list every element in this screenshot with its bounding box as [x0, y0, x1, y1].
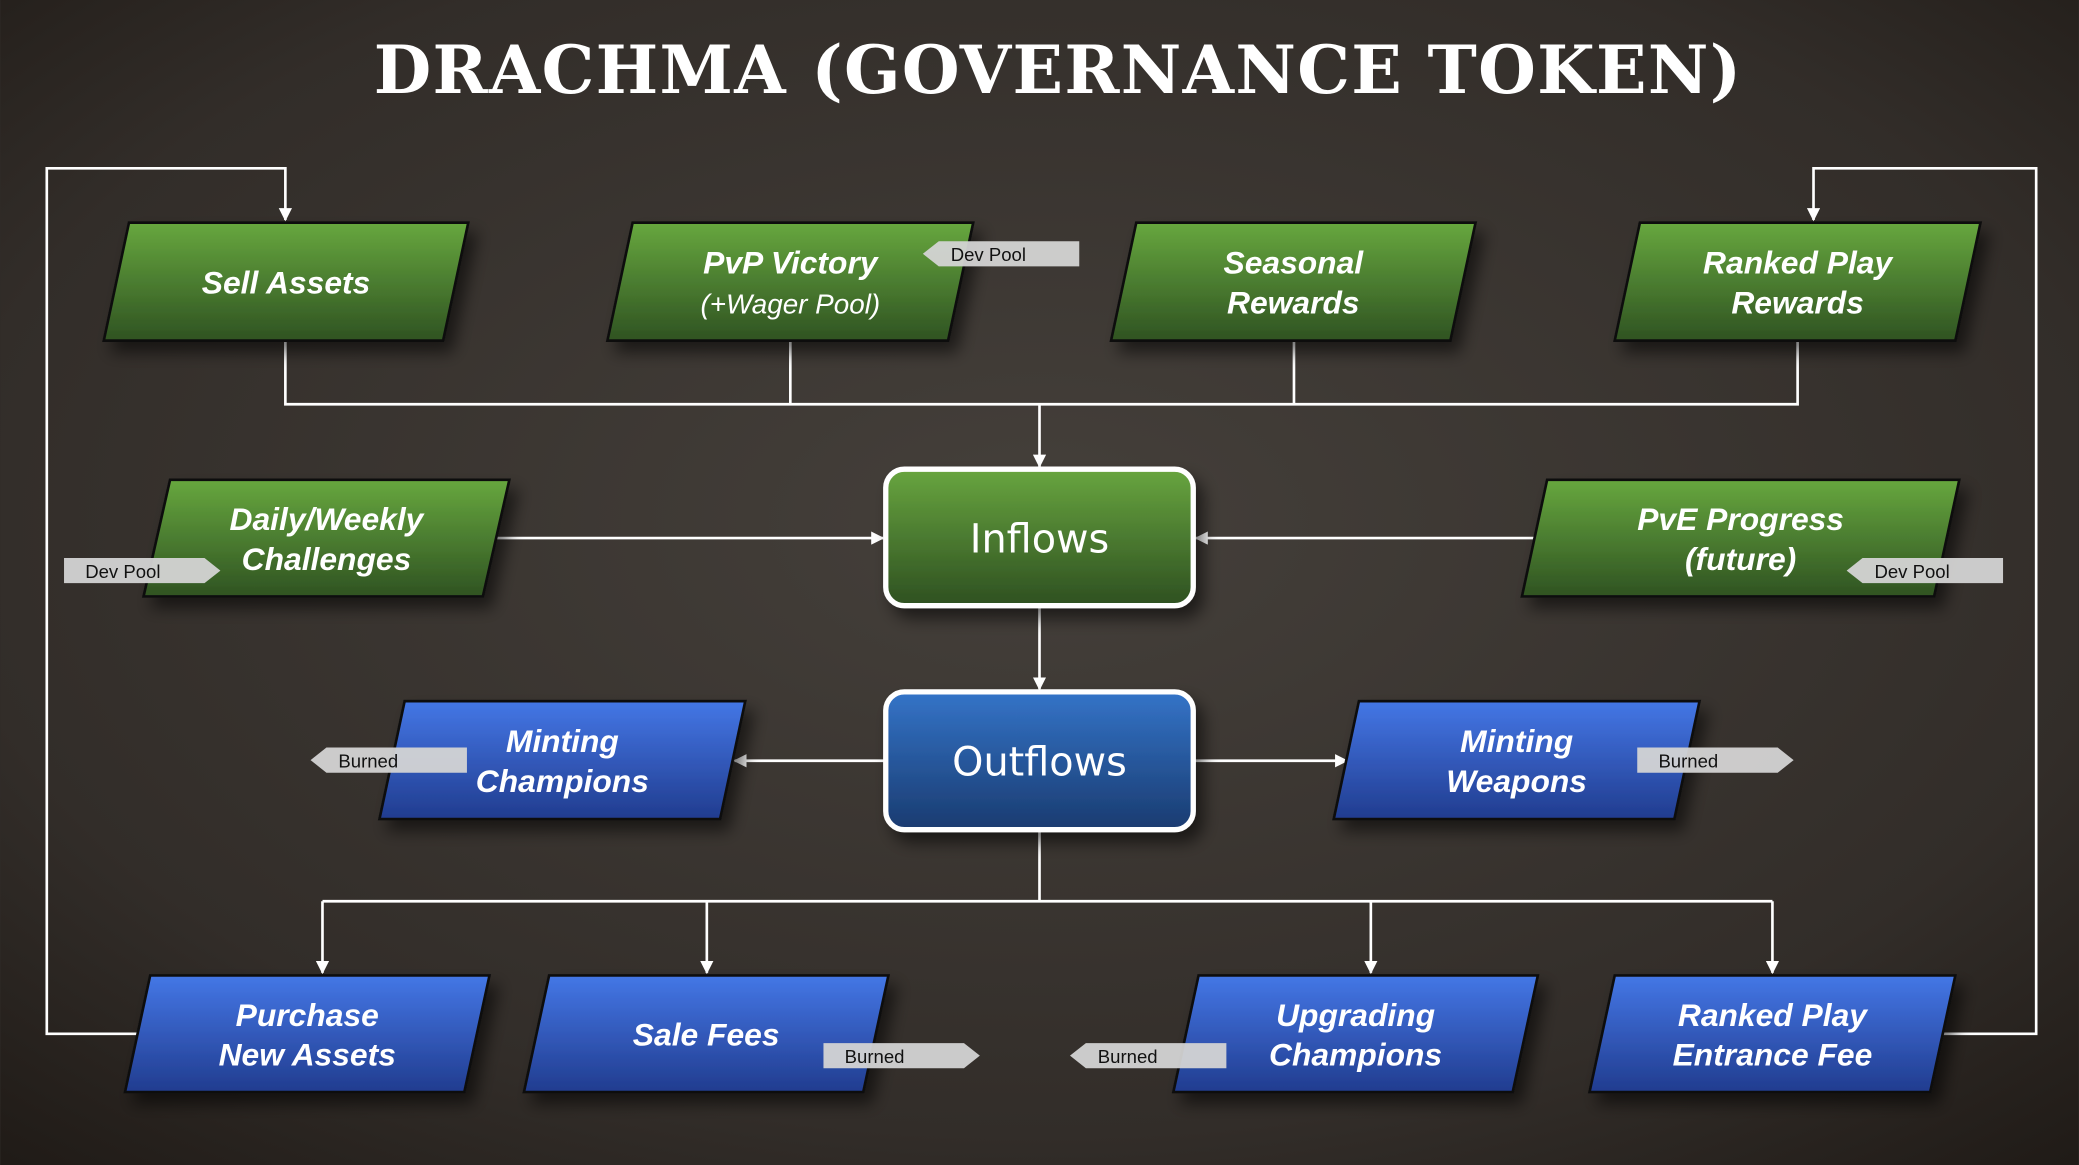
node-label: Sell Assets	[202, 265, 371, 301]
tag-burned: Burned	[823, 1043, 980, 1069]
node-sublabel: (+Wager Pool)	[700, 288, 880, 319]
node-label: Sale Fees	[633, 1017, 780, 1053]
tag-label: Dev Pool	[85, 561, 160, 582]
outflows-label: Outflows	[952, 739, 1127, 785]
node-label: Minting	[1460, 723, 1573, 759]
tag-burned: Burned	[1637, 747, 1794, 773]
tag-label: Burned	[338, 750, 398, 771]
node-label: New Assets	[219, 1037, 396, 1073]
tag-burned: Burned	[1069, 1043, 1227, 1069]
node-sale-fees[interactable]: Sale Fees	[522, 974, 891, 1094]
connector-line	[45, 166, 292, 1036]
node-label: Ranked Play	[1703, 245, 1893, 281]
node-label: Challenges	[242, 541, 412, 577]
connector-line	[322, 829, 1773, 903]
inflows-label: Inflows	[970, 517, 1110, 563]
inflows-hub[interactable]: Inflows	[883, 466, 1196, 609]
node-label: Purchase	[236, 997, 379, 1033]
tag-label: Dev Pool	[1874, 561, 1949, 582]
node-pve-progress[interactable]: PvE Progress (future)	[1520, 478, 1961, 598]
node-label: Seasonal	[1223, 245, 1364, 281]
node-label: Upgrading	[1276, 997, 1435, 1033]
diagram-title: DRACHMA (GOVERNANCE TOKEN)	[374, 31, 1743, 109]
tag-label: Burned	[1658, 750, 1718, 771]
node-label: Weapons	[1446, 763, 1587, 799]
connectors	[45, 166, 2038, 1036]
tag-dev-pool: Dev Pool	[1846, 557, 2004, 584]
node-label: Champions	[1269, 1037, 1442, 1073]
tag-label: Dev Pool	[951, 244, 1026, 265]
node-label: Entrance Fee	[1673, 1037, 1873, 1073]
node-label: (future)	[1685, 541, 1796, 577]
connector-line	[284, 340, 1799, 406]
node-label: Minting	[506, 723, 619, 759]
connector-line	[1806, 166, 2038, 1036]
node-label: Champions	[476, 763, 649, 799]
node-sell-assets[interactable]: Sell Assets	[102, 221, 470, 342]
tag-label: Burned	[1098, 1046, 1158, 1067]
tag-label: Burned	[845, 1046, 905, 1067]
node-label: Rewards	[1731, 284, 1864, 320]
node-label: Ranked Play	[1678, 997, 1868, 1033]
node-label: PvP Victory	[703, 245, 879, 281]
tag-dev-pool: Dev Pool	[64, 557, 221, 584]
node-label: PvE Progress	[1637, 501, 1844, 537]
node-label: Daily/Weekly	[230, 501, 425, 537]
outflows-hub[interactable]: Outflows	[883, 689, 1196, 833]
node-label: Rewards	[1227, 284, 1360, 320]
node-pvp-victory[interactable]: PvP Victory (+Wager Pool)	[605, 221, 975, 342]
tag-burned: Burned	[310, 747, 467, 773]
tag-dev-pool: Dev Pool	[922, 241, 1080, 267]
